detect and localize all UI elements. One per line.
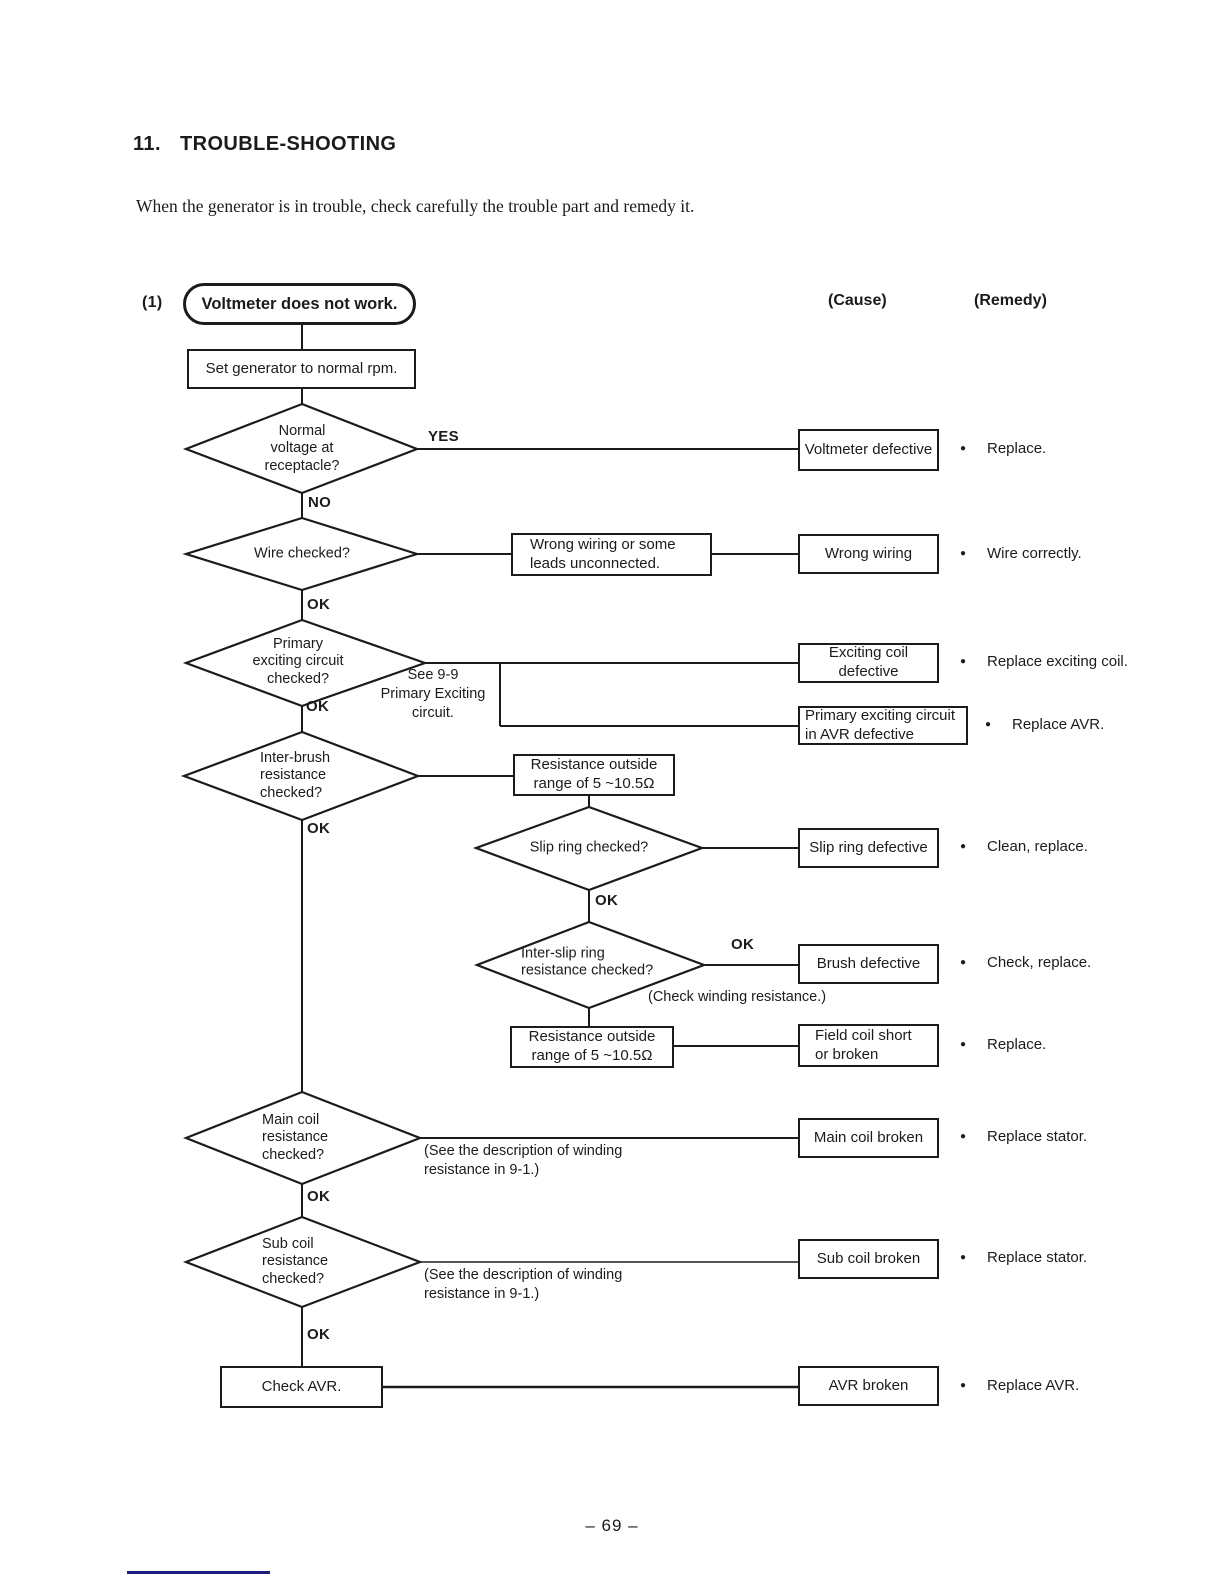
cause-voltmeter-defective: Voltmeter defective (798, 429, 939, 471)
branch-label-ok-2: OK (306, 698, 330, 715)
section-number: 11. (133, 133, 161, 155)
bullet-icon: ● (960, 656, 967, 667)
process-check-avr: Check AVR. (220, 1366, 383, 1408)
bullet-icon: ● (960, 1380, 967, 1391)
cause-slip-ring-defective: Slip ring defective (798, 828, 939, 868)
remedy-row-replace-stator-2: ● Replace stator. (960, 1249, 1087, 1266)
branch-label-no: NO (308, 494, 332, 511)
branch-label-ok-5: OK (731, 936, 755, 953)
annotation-see-winding-9-1-sub: (See the description of winding resistan… (424, 1267, 623, 1302)
decision-diamond-outlines (180, 402, 708, 1309)
decision-sub-coil-resistance: Sub coil resistance checked? (262, 1235, 329, 1287)
bullet-icon: ● (960, 443, 967, 454)
start-node-voltmeter-does-not-work: Voltmeter does not work. (183, 283, 416, 325)
cause-avr-broken: AVR broken (798, 1366, 939, 1406)
remedy-row-replace-stator-1: ● Replace stator. (960, 1128, 1087, 1145)
branch-label-ok-3: OK (307, 820, 331, 837)
node-resistance-outside-range-1: Resistance outside range of 5 ~10.5Ω (513, 754, 675, 796)
process-set-generator-rpm: Set generator to normal rpm. (187, 349, 416, 389)
branch-label-ok-7: OK (307, 1326, 331, 1343)
decision-primary-exciting-circuit: Primary exciting circuit checked? (252, 635, 344, 687)
remedy-row-replace-avr-1: ● Replace AVR. (985, 716, 1104, 733)
remedy-text: Replace stator. (987, 1249, 1088, 1266)
bullet-icon: ● (985, 719, 992, 730)
remedy-text: Check, replace. (987, 954, 1092, 971)
flowchart-index-label: (1) (142, 294, 163, 311)
remedy-text: Replace AVR. (987, 1377, 1080, 1394)
node-resistance-outside-range-2: Resistance outside range of 5 ~10.5Ω (510, 1026, 674, 1068)
decision-inter-brush-resistance: Inter-brush resistance checked? (260, 749, 331, 801)
connector-lines (301, 325, 799, 1389)
branch-label-ok-1: OK (307, 596, 331, 613)
remedy-text: Replace. (987, 1036, 1047, 1053)
cause-field-coil-short-or-broken: Field coil short or broken (798, 1024, 939, 1067)
remedy-text: Replace AVR. (1012, 716, 1105, 733)
annotation-see-winding-9-1-main: (See the description of winding resistan… (424, 1143, 623, 1178)
remedy-text: Replace stator. (987, 1128, 1088, 1145)
cause-column-header: (Cause) (828, 292, 887, 309)
decision-normal-voltage: Normal voltage at receptacle? (264, 422, 340, 474)
remedy-text: Replace exciting coil. (987, 653, 1128, 670)
branch-label-ok-4: OK (595, 892, 619, 909)
bullet-icon: ● (960, 1131, 967, 1142)
cause-sub-coil-broken: Sub coil broken (798, 1239, 939, 1279)
section-title-row: 11. TROUBLE-SHOOTING (133, 133, 396, 156)
annotation-check-winding-resistance: (Check winding resistance.) (648, 989, 827, 1005)
decision-inter-slip-ring-resistance: Inter-slip ring resistance checked? (521, 945, 654, 979)
remedy-row-wire-correctly: ● Wire correctly. (960, 545, 1082, 562)
remedy-text: Replace. (987, 440, 1047, 457)
decision-wire-checked: Wire checked? (254, 545, 350, 562)
remedy-text: Wire correctly. (987, 545, 1082, 562)
page-number: – 69 – (585, 1516, 639, 1535)
note-wrong-wiring-description: Wrong wiring or some leads unconnected. (511, 533, 712, 576)
remedy-row-clean-replace: ● Clean, replace. (960, 838, 1088, 855)
cause-brush-defective: Brush defective (798, 944, 939, 984)
bullet-icon: ● (960, 1039, 967, 1050)
remedy-row-replace-avr-2: ● Replace AVR. (960, 1377, 1079, 1394)
decision-slip-ring-checked: Slip ring checked? (529, 839, 649, 856)
bullet-icon: ● (960, 1252, 967, 1263)
annotation-see-9-9: See 9-9 Primary Exciting circuit. (380, 667, 486, 721)
remedy-row-check-replace: ● Check, replace. (960, 954, 1091, 971)
cause-wrong-wiring: Wrong wiring (798, 534, 939, 574)
cause-primary-exciting-circuit-avr: Primary exciting circuit in AVR defectiv… (798, 706, 968, 745)
remedy-row-replace-2: ● Replace. (960, 1036, 1046, 1053)
remedy-row-replace: ● Replace. (960, 440, 1046, 457)
remedy-text: Clean, replace. (987, 838, 1088, 855)
bullet-icon: ● (960, 957, 967, 968)
bullet-icon: ● (960, 841, 967, 852)
intro-text: When the generator is in trouble, check … (136, 196, 695, 216)
remedy-column-header: (Remedy) (974, 292, 1047, 309)
decision-main-coil-resistance: Main coil resistance checked? (262, 1111, 329, 1163)
branch-label-yes: YES (428, 428, 459, 445)
branch-label-ok-6: OK (307, 1188, 331, 1205)
cause-exciting-coil-defective: Exciting coil defective (798, 643, 939, 683)
remedy-row-replace-exciting-coil: ● Replace exciting coil. (960, 653, 1128, 670)
bullet-icon: ● (960, 548, 967, 559)
footer-accent-line (127, 1571, 270, 1574)
cause-main-coil-broken: Main coil broken (798, 1118, 939, 1158)
section-title: TROUBLE-SHOOTING (180, 133, 397, 155)
